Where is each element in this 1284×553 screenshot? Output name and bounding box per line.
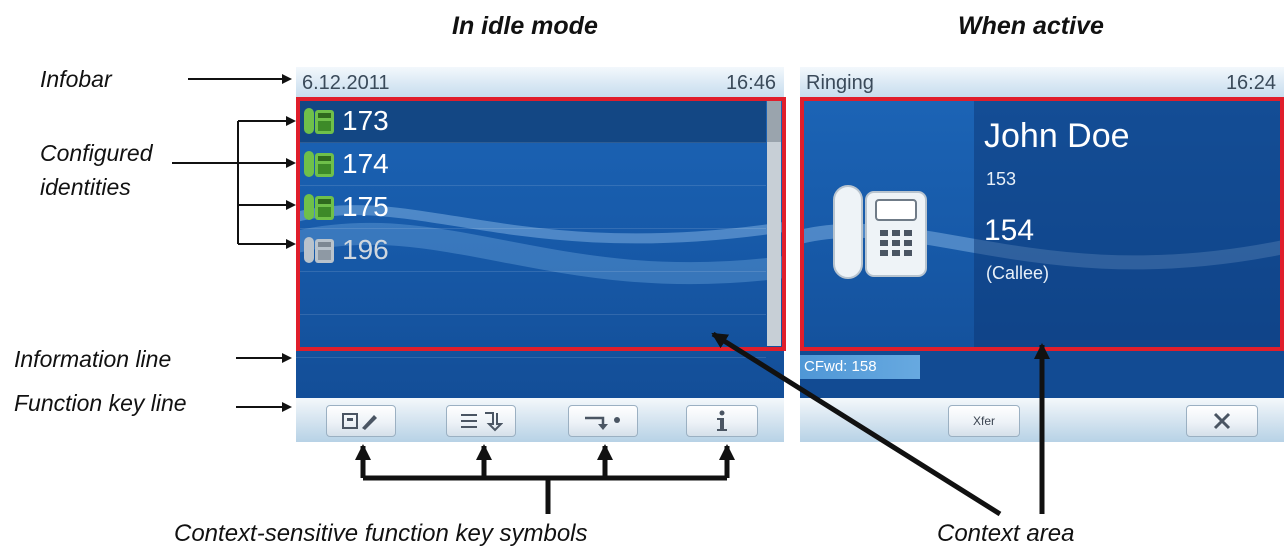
- function-key-line: [296, 398, 784, 442]
- cfwd-indicator: CFwd: 158: [800, 355, 920, 379]
- scrollbar[interactable]: [767, 100, 781, 346]
- phone-icon: [304, 237, 334, 263]
- fkey-xfer[interactable]: Xfer: [948, 405, 1020, 437]
- identity-number: 173: [342, 105, 389, 136]
- context-area-caption: Context area: [937, 520, 1075, 547]
- fkey-edit[interactable]: [326, 405, 396, 437]
- infobar: 6.12.2011 16:46: [296, 67, 784, 99]
- information-line-label: Information line: [14, 346, 172, 372]
- fkey-info[interactable]: [686, 405, 758, 437]
- list-empty-row: [296, 315, 766, 358]
- caller-number: 153: [986, 169, 1017, 189]
- infobar-time: 16:24: [1225, 72, 1276, 94]
- active-mode-heading: When active: [958, 12, 1104, 40]
- identity-row-196[interactable]: 196: [296, 229, 766, 272]
- phone-icon: [304, 151, 334, 177]
- idle-screen: 6.12.2011 16:46 173 174 175: [296, 67, 784, 442]
- fkey-close[interactable]: [1186, 405, 1258, 437]
- call-forward-icon: [585, 416, 620, 430]
- infobar: Ringing 16:24: [800, 67, 1284, 99]
- list-return-icon: [461, 412, 503, 432]
- close-icon: [1213, 412, 1231, 430]
- call-status: Ringing: [806, 72, 874, 94]
- list-empty-row: [296, 272, 766, 315]
- identity-number: 174: [342, 148, 389, 179]
- phone-icon: [833, 185, 927, 279]
- fkey-forward[interactable]: [568, 405, 638, 437]
- fkey-list[interactable]: [446, 405, 516, 437]
- callee-number: 154: [984, 214, 1035, 247]
- function-key-line-label: Function key line: [14, 390, 187, 416]
- identity-row-174[interactable]: 174: [296, 143, 766, 186]
- identity-row-175[interactable]: 175: [296, 186, 766, 229]
- phone-icon: [304, 108, 334, 134]
- caller-info-panel: [974, 99, 1284, 351]
- function-key-symbols-caption: Context-sensitive function key symbols: [174, 520, 588, 547]
- identity-number: 175: [342, 191, 389, 222]
- context-area-frame-idle: [296, 97, 786, 351]
- scrollbar-thumb[interactable]: [767, 100, 781, 142]
- wave-decoration: [296, 205, 784, 285]
- infobar-time: 16:46: [725, 72, 776, 94]
- caller-name: John Doe: [984, 117, 1130, 155]
- identities-label: identities: [40, 174, 131, 200]
- configured-label: Configured: [40, 140, 153, 166]
- identity-number: 196: [342, 234, 389, 265]
- callee-label: (Callee): [986, 263, 1050, 283]
- identity-row-173[interactable]: 173: [296, 100, 766, 143]
- info-icon: [717, 410, 727, 431]
- edit-entry-icon: [342, 413, 377, 430]
- infobar-date: 6.12.2011: [302, 72, 390, 94]
- phone-icon: [304, 194, 334, 220]
- idle-mode-heading: In idle mode: [452, 12, 598, 40]
- infobar-label: Infobar: [40, 66, 112, 92]
